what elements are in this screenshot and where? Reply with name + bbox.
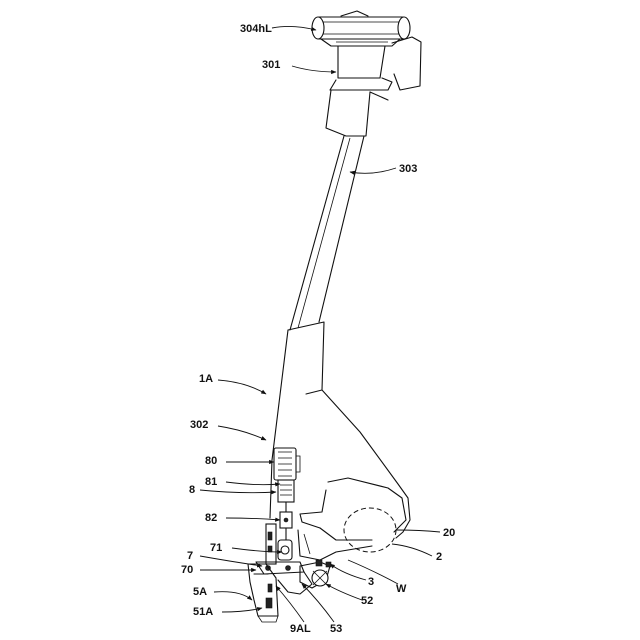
- label-7: 7: [187, 550, 193, 562]
- label-82: 82: [205, 512, 217, 524]
- reference-labels: 304hL 301 303 1A 302 80 81 8 82 71 7 70 …: [181, 23, 455, 635]
- leader-lines: [200, 26, 440, 622]
- label-w: W: [396, 583, 407, 595]
- label-81: 81: [205, 476, 217, 488]
- label-9al: 9AL: [290, 623, 311, 635]
- dust-container: [344, 508, 396, 552]
- pole: [290, 136, 364, 330]
- label-2: 2: [436, 551, 442, 563]
- label-301: 301: [262, 59, 280, 71]
- label-302: 302: [190, 419, 208, 431]
- label-303: 303: [399, 163, 417, 175]
- label-3: 3: [368, 576, 374, 588]
- label-304hl: 304hL: [240, 23, 272, 35]
- label-53: 53: [330, 623, 342, 635]
- label-8: 8: [189, 484, 195, 496]
- label-1a: 1A: [199, 373, 213, 385]
- label-52: 52: [361, 595, 373, 607]
- label-51a: 51A: [193, 606, 213, 618]
- label-70: 70: [181, 564, 193, 576]
- label-80: 80: [205, 455, 217, 467]
- label-5a: 5A: [193, 586, 207, 598]
- head-mechanism: [256, 524, 304, 574]
- upper-housing: [326, 46, 392, 136]
- label-20: 20: [443, 527, 455, 539]
- clamp-assembly: [278, 560, 331, 594]
- label-71: 71: [210, 542, 222, 554]
- motor-unit: [274, 448, 300, 540]
